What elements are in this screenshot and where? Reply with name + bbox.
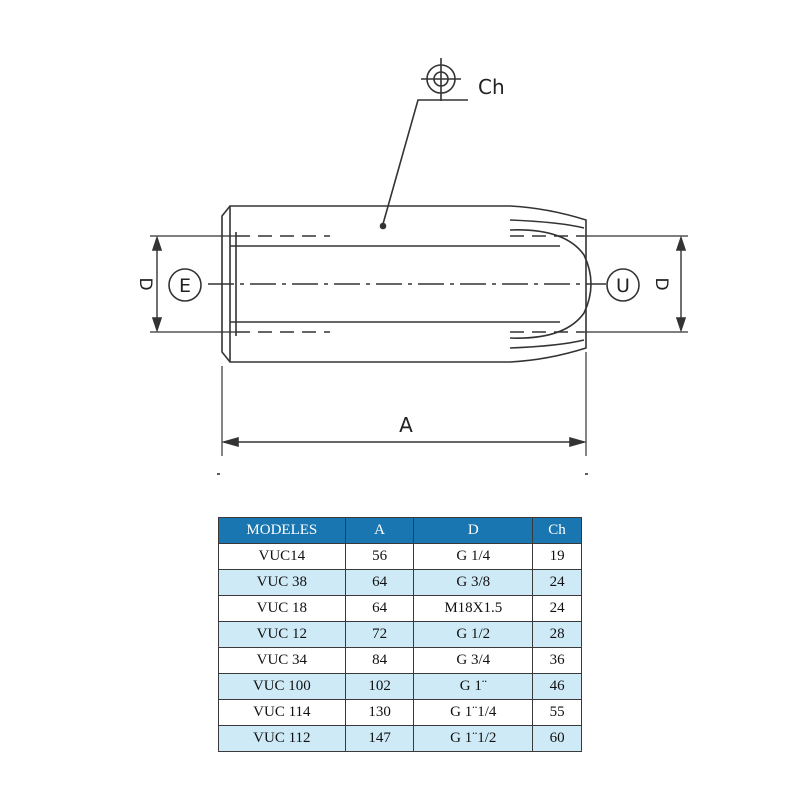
col-header-ch: Ch (532, 517, 582, 544)
table-row: VUC 18 64 M18X1.5 24 (218, 595, 582, 622)
cell-d: M18X1.5 (413, 595, 534, 622)
cell-model: VUC 12 (218, 621, 346, 648)
diameter-label-right: D (651, 277, 671, 290)
technical-drawing: Ch E U D D A (135, 58, 688, 475)
cell-ch: 60 (532, 725, 582, 752)
hex-label: Ch (478, 75, 505, 99)
cell-model: VUC14 (218, 543, 346, 570)
table-row: VUC14 56 G 1/4 19 (218, 543, 582, 570)
cell-ch: 24 (532, 595, 582, 622)
hex-leader-line (382, 99, 468, 225)
inlet-circle (168, 268, 202, 302)
table-header-row: MODELES A D Ch (218, 517, 582, 544)
cell-d: G 3/8 (413, 569, 534, 596)
col-header-models: MODELES (218, 517, 346, 544)
cell-a: 64 (344, 595, 415, 622)
outlet-circle (606, 268, 640, 302)
cell-a: 72 (344, 621, 415, 648)
cell-ch: 55 (532, 699, 582, 726)
col-header-d: D (413, 517, 534, 544)
cell-ch: 24 (532, 569, 582, 596)
leader-dot (379, 222, 387, 230)
table-row: VUC 38 64 G 3/8 24 (218, 569, 582, 596)
cell-model: VUC 38 (218, 569, 346, 596)
table-row: VUC 100 102 G 1¨ 46 (218, 673, 582, 700)
cell-ch: 36 (532, 647, 582, 674)
cell-ch: 46 (532, 673, 582, 700)
table-row: VUC 114 130 G 1¨1/4 55 (218, 699, 582, 726)
cell-a: 64 (344, 569, 415, 596)
cell-d: G 1¨ (413, 673, 534, 700)
table-row: VUC 112 147 G 1¨1/2 60 (218, 725, 582, 752)
cell-model: VUC 34 (218, 647, 346, 674)
outlet-label: U (616, 275, 630, 297)
col-header-a: A (344, 517, 415, 544)
inlet-label: E (179, 275, 191, 297)
cell-d: G 1/4 (413, 543, 534, 570)
cell-a: 56 (344, 543, 415, 570)
cell-model: VUC 114 (218, 699, 346, 726)
cell-d: G 3/4 (413, 647, 534, 674)
cell-ch: 19 (532, 543, 582, 570)
cell-d: G 1¨1/4 (413, 699, 534, 726)
length-label: A (399, 413, 413, 437)
cell-ch: 28 (532, 621, 582, 648)
table-row: VUC 12 72 G 1/2 28 (218, 621, 582, 648)
table-row: VUC 34 84 G 3/4 36 (218, 647, 582, 674)
diameter-label-left: D (135, 277, 155, 290)
specs-table: MODELES A D Ch VUC14 56 G 1/4 19 VUC 38 … (218, 517, 582, 752)
hex-symbol-icon (421, 58, 461, 101)
cell-a: 130 (344, 699, 415, 726)
cell-a: 147 (344, 725, 415, 752)
part-body-outline (221, 205, 587, 363)
cell-model: VUC 18 (218, 595, 346, 622)
cell-model: VUC 112 (218, 725, 346, 752)
cell-a: 102 (344, 673, 415, 700)
cell-model: VUC 100 (218, 673, 346, 700)
cell-a: 84 (344, 647, 415, 674)
cell-d: G 1/2 (413, 621, 534, 648)
cell-d: G 1¨1/2 (413, 725, 534, 752)
